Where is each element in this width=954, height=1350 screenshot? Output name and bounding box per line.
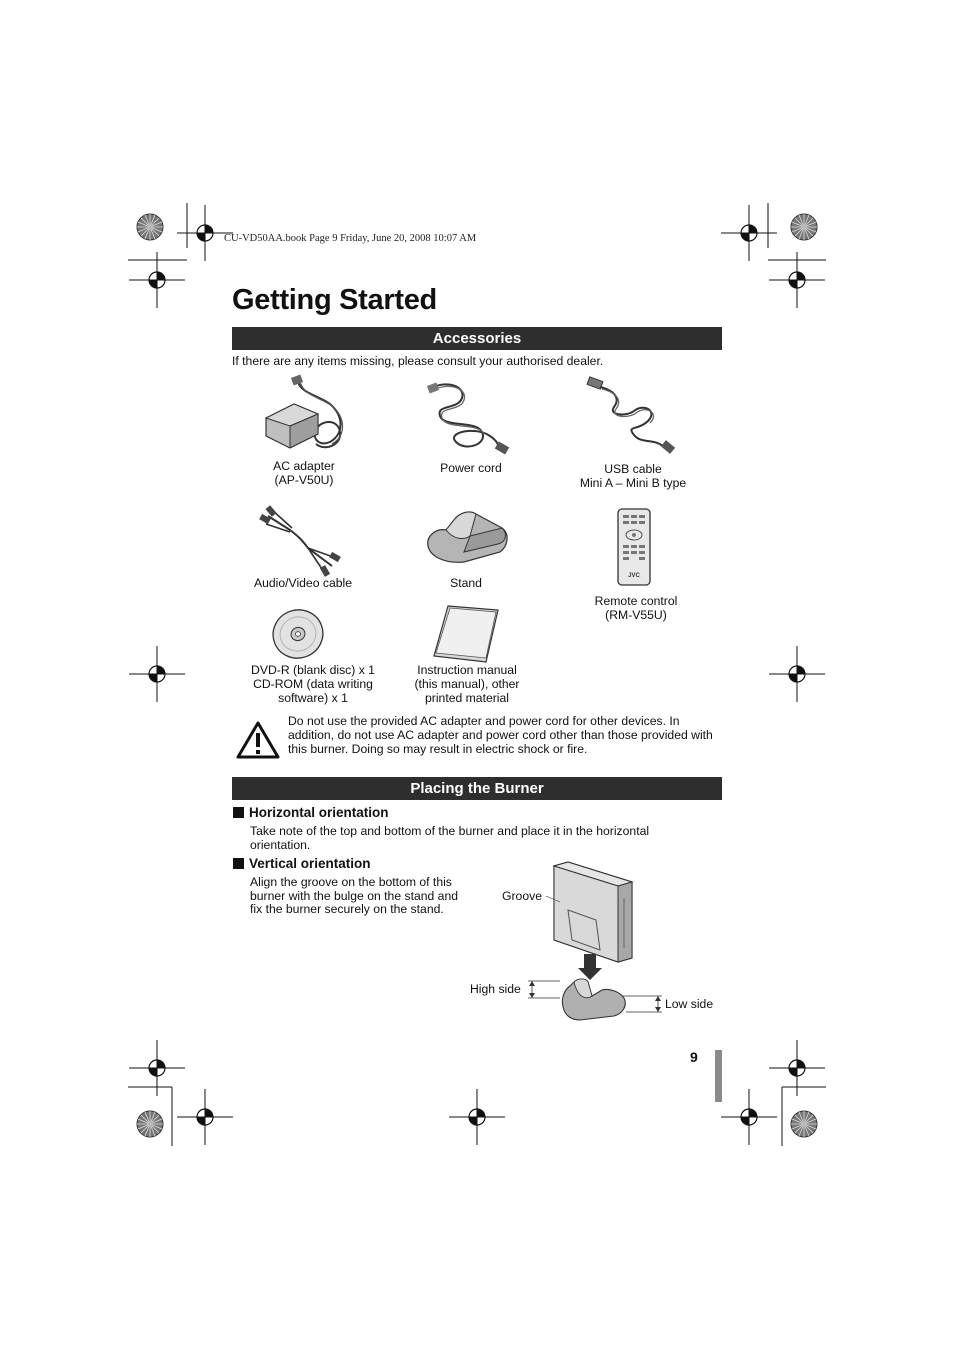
accessory-caption: DVD-R (blank disc) x 1 CD-ROM (data writ… [251,663,375,705]
accessory-caption: Remote control (RM-V55U) [594,594,678,622]
accessory-caption: Audio/Video cable [253,576,353,590]
low-side-label: Low side [665,997,714,1011]
accessories-heading: Accessories [232,327,722,350]
page-number: 9 [690,1049,698,1065]
bullet-square-icon [233,858,244,869]
thumb-tab [715,1050,722,1102]
accessory-caption: Instruction manual (this manual), other … [414,663,520,705]
warning-text: Do not use the provided AC adapter and p… [288,714,713,756]
down-arrow-icon [578,954,602,980]
usb-cable-illustration [586,376,676,454]
placing-heading: Placing the Burner [232,777,722,800]
bullet-square-icon [233,807,244,818]
accessories-intro: If there are any items missing, please c… [232,354,604,368]
vertical-orientation-heading: Vertical orientation [233,856,371,871]
power-cord-illustration [426,382,510,455]
warning-triangle-icon [236,721,280,759]
horizontal-orientation-text: Take note of the top and bottom of the b… [250,824,650,852]
disc-illustration [272,609,324,659]
manual-illustration [433,605,499,663]
remote-control-illustration: JVC [617,508,651,586]
av-cable-illustration [259,505,341,577]
accessory-caption: Stand [450,576,482,590]
accessory-caption: AC adapter (AP-V50U) [273,459,335,487]
print-header: CU-VD50AA.book Page 9 Friday, June 20, 2… [224,233,477,244]
burner-diagram [528,861,662,1021]
stand-illustration [427,511,508,563]
horizontal-orientation-heading: Horizontal orientation [233,805,389,820]
high-side-label: High side [470,982,521,996]
groove-label: Groove [502,889,542,903]
vertical-orientation-text: Align the groove on the bottom of this b… [250,875,459,916]
accessory-caption: Power cord [440,461,502,475]
accessory-caption: USB cable Mini A – Mini B type [579,462,687,490]
page-title: Getting Started [232,284,437,316]
remote-brand-label: JVC [628,573,640,579]
ac-adapter-illustration [264,374,344,449]
